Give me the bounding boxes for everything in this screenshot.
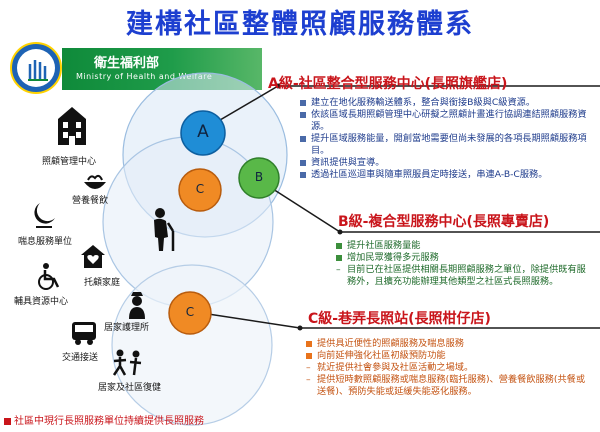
nurse-icon <box>129 292 145 319</box>
tier-b-item: 增加民眾獲得多元服務 <box>336 252 586 264</box>
circle-b <box>238 157 280 199</box>
icon-label-assistive-devices: 輔具資源中心 <box>14 297 69 307</box>
tier-c-list: 提供具近便性的照顧服務及喘息服務 向前延伸強化社區初級預防功能 –就近提供社會參… <box>306 338 594 398</box>
tier-a-item: 提升區域服務能量，開創當地需要但尚未發展的各項長期照顧服務項目。 <box>300 133 595 157</box>
meal-icon <box>84 174 106 189</box>
tier-c-area <box>111 264 273 426</box>
icon-label-meals: 營養餐飲 <box>72 196 109 206</box>
wheelchair-icon <box>38 263 60 290</box>
house-heart-icon <box>81 245 105 268</box>
icon-label-home-nursing: 居家護理所 <box>104 323 150 333</box>
circle-c-upper <box>178 168 222 212</box>
elderly-person-icon <box>154 208 175 251</box>
icon-label-care-management: 照顧管理中心 <box>42 157 97 167</box>
tier-b-item: –目前已在社區提供相關長期照顧服務之單位，除提供既有服務外，且擴充功能辦理其他類… <box>336 264 586 287</box>
footer-note: 社區中現行長照服務單位持續提供長照服務 <box>4 412 204 427</box>
tier-a-item: 建立在地化服務輸送體系，整合與銜接B級與C級資源。 <box>300 97 595 109</box>
circle-c-upper-label: C <box>195 182 205 196</box>
org-name-zh: 衛生福利部 <box>94 56 160 71</box>
tier-c-item: 提供具近便性的照顧服務及喘息服務 <box>306 338 594 350</box>
tier-a-item: 依該區域長期照顧管理中心研擬之照顧計畫進行協調連結照顧服務資源。 <box>300 109 595 133</box>
circle-a <box>180 110 226 156</box>
org-name-en: Ministry of Health and Welfare <box>76 72 213 81</box>
tier-a-item: 透過社區巡迴車與隨車照服員定時接送，串連A-B-C服務。 <box>300 169 595 181</box>
icon-label-transport: 交通接送 <box>62 353 99 363</box>
tier-c-heading: C級-巷弄長照站(長照柑仔店) <box>308 311 491 327</box>
icon-label-respite: 喘息服務單位 <box>18 237 73 247</box>
tier-c-item: –提供短時數照顧服務或喘息服務(臨托服務)、營養餐飲服務(共餐或送餐)、預防失能… <box>306 374 586 397</box>
bus-icon <box>72 322 96 345</box>
tier-b-item: 提升社區服務量能 <box>336 240 586 252</box>
rehab-icon <box>112 349 142 376</box>
icon-label-rehab: 居家及社區復健 <box>98 383 162 393</box>
building-icon <box>58 107 86 145</box>
circle-a-label: A <box>197 122 209 142</box>
tier-a-item: 資訊提供與宣導。 <box>300 157 595 169</box>
circle-b-label: B <box>254 170 264 184</box>
respite-bed-icon <box>34 203 55 228</box>
tier-b-list: 提升社區服務量能 增加民眾獲得多元服務 –目前已在社區提供相關長期照顧服務之單位… <box>336 240 586 288</box>
circle-c-lower-label: C <box>185 305 195 319</box>
tier-a-heading: A級-社區整合型服務中心(長照旗艦店) <box>268 76 508 92</box>
tier-a-list: 建立在地化服務輸送體系，整合與銜接B級與C級資源。 依該區域長期照顧管理中心研擬… <box>300 97 595 181</box>
icon-label-foster-family: 托顧家庭 <box>84 278 121 288</box>
tier-c-item: –就近提供社會參與及社區活動之場域。 <box>306 362 474 373</box>
page-title: 建構社區整體照顧服務體系 <box>126 9 474 40</box>
circle-c-lower <box>168 291 212 335</box>
ministry-seal-icon <box>10 42 62 94</box>
tier-b-heading: B級-複合型服務中心(長照專賣店) <box>338 214 550 230</box>
tier-c-item: 向前延伸強化社區初級預防功能 <box>306 350 594 362</box>
